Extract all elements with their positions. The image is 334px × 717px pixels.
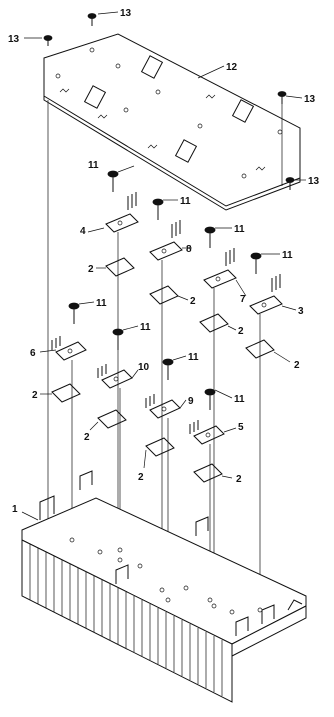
screw-11-b [152,198,164,220]
screw-11-d [250,252,262,274]
screw-13-right-upper [277,91,287,104]
insulator-pads [51,257,275,483]
transistor-7 [203,248,237,289]
callout-11-c: 11 [234,224,245,235]
callout-10: 10 [138,362,150,373]
screw-11-a [107,170,119,192]
callout-11-h: 11 [234,394,245,405]
transistor-6 [51,336,87,361]
callout-11-g: 11 [188,352,199,363]
callout-2-b: 2 [190,296,196,307]
screw-13-right-lower [285,177,295,190]
transistor-4 [105,192,139,233]
heat-sink [21,470,307,703]
callout-2-e: 2 [32,390,38,401]
callout-3: 3 [298,306,304,317]
transistor-8 [149,220,183,261]
callout-2-h: 2 [236,474,242,485]
callout-9: 9 [188,396,194,407]
callout-2-d: 2 [294,360,300,371]
callout-2-a: 2 [88,264,94,275]
callout-4: 4 [80,226,86,237]
transistor-10 [97,364,133,389]
callout-11-e: 11 [96,298,107,309]
screw-11-h [204,388,216,410]
callout-5: 5 [238,422,244,433]
circuit-board-plate [43,33,301,211]
screw-11-e [68,302,80,324]
callout-13-left: 13 [8,34,20,45]
callout-2-f: 2 [84,432,90,443]
callout-labels: 13 13 13 13 12 11 11 11 11 11 11 11 11 4… [8,8,320,515]
screw-13-top-left [43,35,53,46]
screw-11-c [204,226,216,248]
transistor-5 [189,420,225,445]
transistor-3 [249,274,283,315]
callout-6: 6 [30,348,36,359]
screw-13-top-middle [87,13,97,26]
callout-12: 12 [226,62,238,73]
callout-11-a: 11 [88,160,99,171]
callout-11-d: 11 [282,250,293,261]
leader-lines [21,11,306,521]
callout-2-g: 2 [138,472,144,483]
callout-11-b: 11 [180,196,191,207]
callout-8: 8 [186,244,192,255]
callout-1: 1 [12,504,18,515]
transistor-9 [145,394,181,419]
screw-11-g [162,358,174,380]
callout-2-c: 2 [238,326,244,337]
callout-7: 7 [240,294,246,305]
callout-13-right-lower: 13 [308,176,320,187]
callout-13-top: 13 [120,8,132,19]
callout-13-right-upper: 13 [304,94,316,105]
callout-11-f: 11 [140,322,151,333]
